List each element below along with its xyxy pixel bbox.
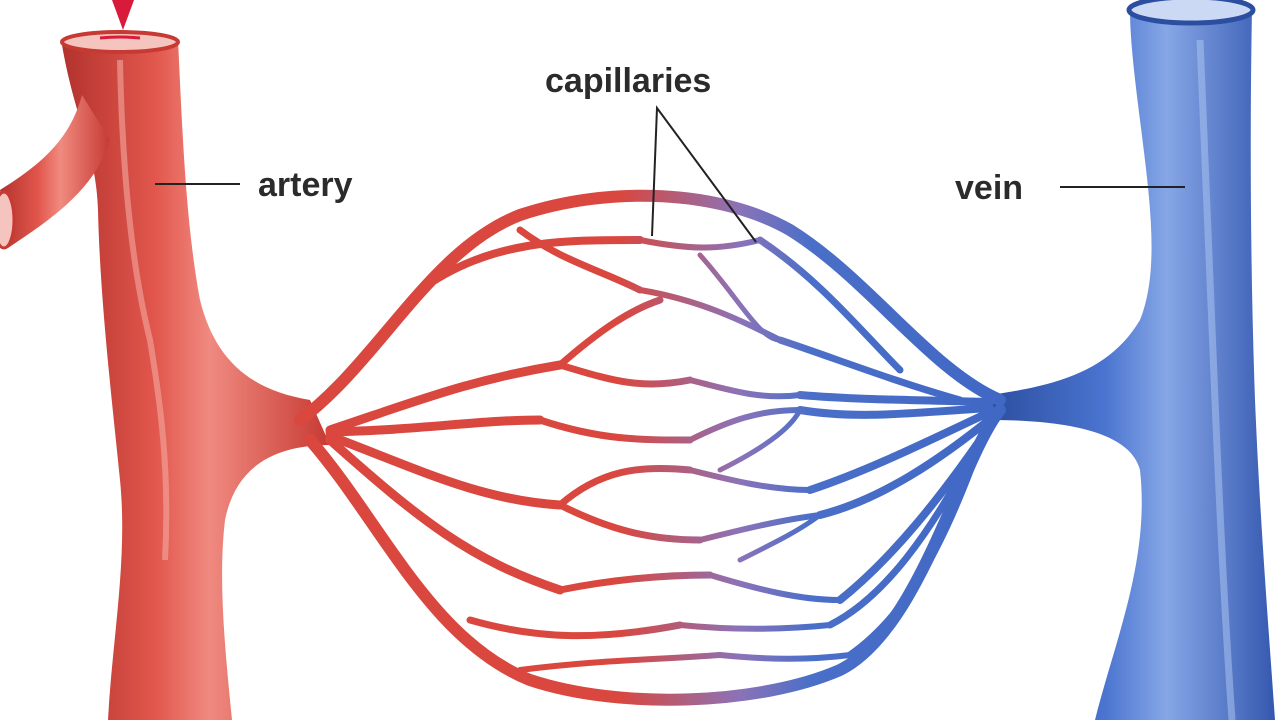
vein-label: vein bbox=[955, 169, 1023, 207]
capillary-network bbox=[294, 189, 1006, 706]
artery-label: artery bbox=[258, 166, 353, 204]
artery-vessel bbox=[0, 30, 330, 720]
vein-vessel bbox=[990, 0, 1275, 720]
capillaries-leader-lines bbox=[651, 105, 757, 243]
down-arrow-icon bbox=[112, 0, 134, 30]
capillaries-label: capillaries bbox=[545, 62, 711, 100]
